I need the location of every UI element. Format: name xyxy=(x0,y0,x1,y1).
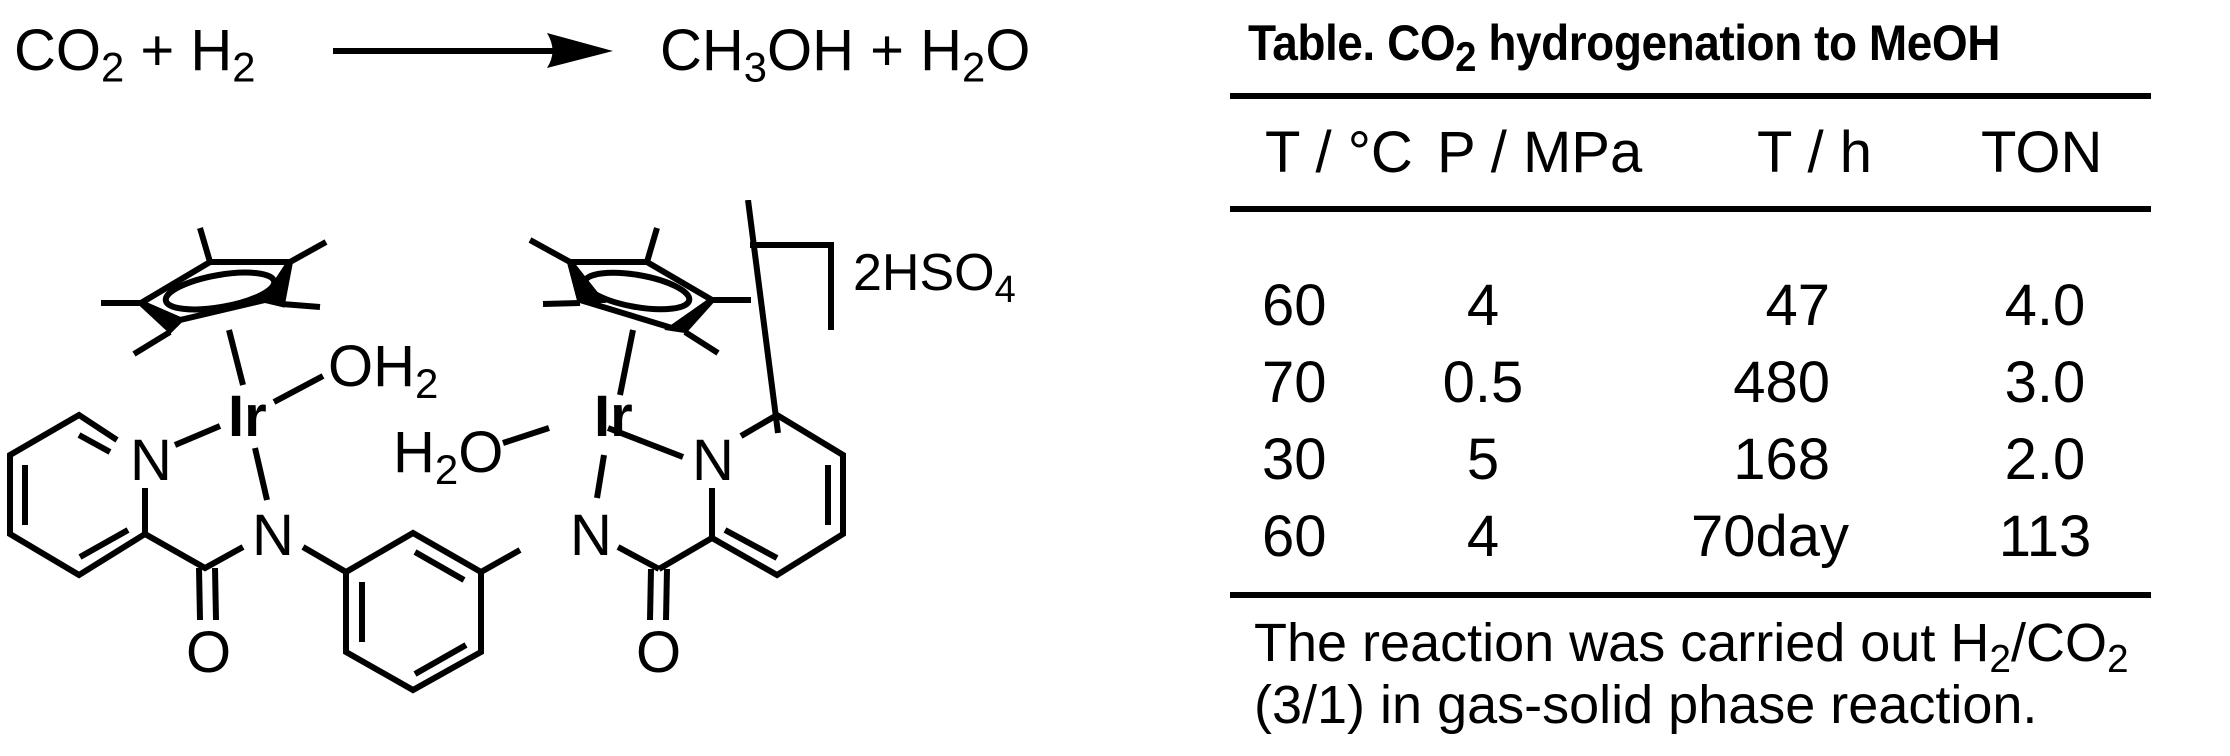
header-time: T / h xyxy=(1757,120,1872,185)
ir-atom-right: Ir xyxy=(594,384,633,449)
cell-pressure: 0.5 xyxy=(1442,350,1524,415)
table-top-rule xyxy=(1230,93,2151,99)
cell-pressure: 5 xyxy=(1466,427,1500,492)
cell-temperature: 60 xyxy=(1262,273,1327,338)
reactant-co2: CO2 xyxy=(14,18,125,91)
n-amide-left: N xyxy=(252,503,294,568)
reaction-equation: CO2 + H2 xyxy=(14,22,255,89)
table-footnote: The reaction was carried out H2/CO2 (3/1… xyxy=(1254,612,2129,736)
cell-pressure: 4 xyxy=(1466,504,1500,569)
plus-sign: + xyxy=(140,18,175,83)
footnote-line-2: (3/1) in gas-solid phase reaction. xyxy=(1254,675,2038,735)
cell-temperature: 30 xyxy=(1262,427,1327,492)
o-carbonyl-right: O xyxy=(636,620,681,685)
cell-time: 168 xyxy=(1733,427,1830,492)
n-pyridine-right: N xyxy=(692,428,734,493)
product-methanol: CH3OH xyxy=(660,18,855,91)
ir-atom-left: Ir xyxy=(228,384,267,449)
cell-ton: 2.0 xyxy=(2004,427,2086,492)
reactant-h2: H2 xyxy=(190,18,256,91)
header-ton: TON xyxy=(1981,120,2103,185)
cp-star-left-icon xyxy=(101,227,328,357)
aqua-ligand-left: OH2 xyxy=(328,334,438,407)
o-carbonyl-left: O xyxy=(186,620,231,685)
counterion: 2HSO4 xyxy=(853,244,1016,311)
cell-pressure: 4 xyxy=(1466,273,1500,338)
cell-time: 70day xyxy=(1690,504,1850,569)
cp-star-right-icon xyxy=(528,227,751,356)
header-pressure: P / MPa xyxy=(1437,120,1643,185)
plus-sign: + xyxy=(870,18,905,83)
cell-ton: 113 xyxy=(1998,504,2092,569)
cell-time: 480 xyxy=(1733,350,1830,415)
reaction-arrow-icon xyxy=(333,33,613,68)
cell-temperature: 60 xyxy=(1262,504,1327,569)
cell-ton: 3.0 xyxy=(2004,350,2086,415)
table-title: Table. CO2 hydrogenation to MeOH xyxy=(1248,15,2000,80)
table-bottom-rule xyxy=(1230,592,2151,598)
n-pyridine-left: N xyxy=(130,428,172,493)
reaction-products: CH3OH + H2O xyxy=(660,22,1030,89)
product-water: H2O xyxy=(920,18,1031,91)
aqua-ligand-right: H2O xyxy=(393,420,503,493)
footnote-line-1: The reaction was carried out H2/CO2 xyxy=(1254,613,2129,681)
iridium-complex-structure: Ir Ir N N O N N O OH2 H2O 2HSO4 xyxy=(7,200,1016,694)
cell-time: 47 xyxy=(1765,273,1830,338)
header-temperature: T / °C xyxy=(1265,120,1413,185)
table-header-rule xyxy=(1230,206,2151,212)
n-amide-right: N xyxy=(570,503,612,568)
cell-temperature: 70 xyxy=(1262,350,1327,415)
cell-ton: 4.0 xyxy=(2004,273,2086,338)
